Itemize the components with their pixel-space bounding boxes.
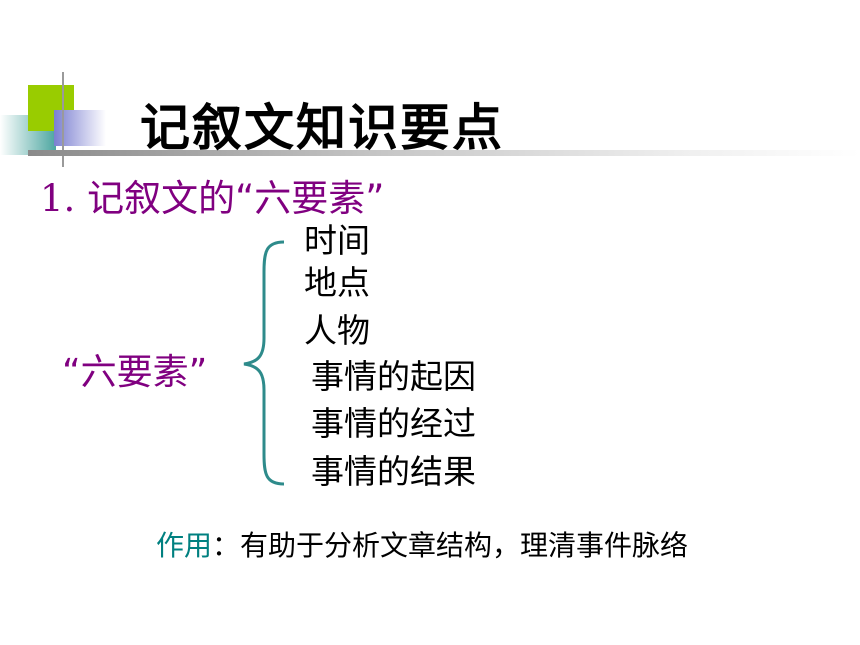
purpose-line: 作用：有助于分析文章结构，理清事件脉络: [156, 524, 688, 564]
section-number: 1.: [40, 177, 76, 220]
element-place: 地点: [304, 263, 370, 302]
purpose-text: ：有助于分析文章结构，理清事件脉络: [212, 529, 689, 562]
element-people: 人物: [304, 311, 370, 350]
section-heading: 1. 记叙文的“六要素”: [40, 168, 384, 222]
element-process: 事情的经过: [311, 404, 476, 443]
decorative-vertical-line: [62, 72, 64, 167]
element-result: 事情的结果: [311, 452, 476, 491]
purpose-key: 作用: [156, 529, 213, 562]
element-time: 时间: [304, 221, 370, 260]
curly-brace-icon: [243, 240, 285, 486]
slide-title: 记叙文知识要点: [140, 99, 504, 157]
element-cause: 事情的起因: [311, 357, 476, 396]
six-elements-label: “六要素”: [62, 352, 208, 393]
section-heading-text: 记叙文的“六要素”: [75, 177, 385, 220]
title-underline: [28, 150, 860, 156]
